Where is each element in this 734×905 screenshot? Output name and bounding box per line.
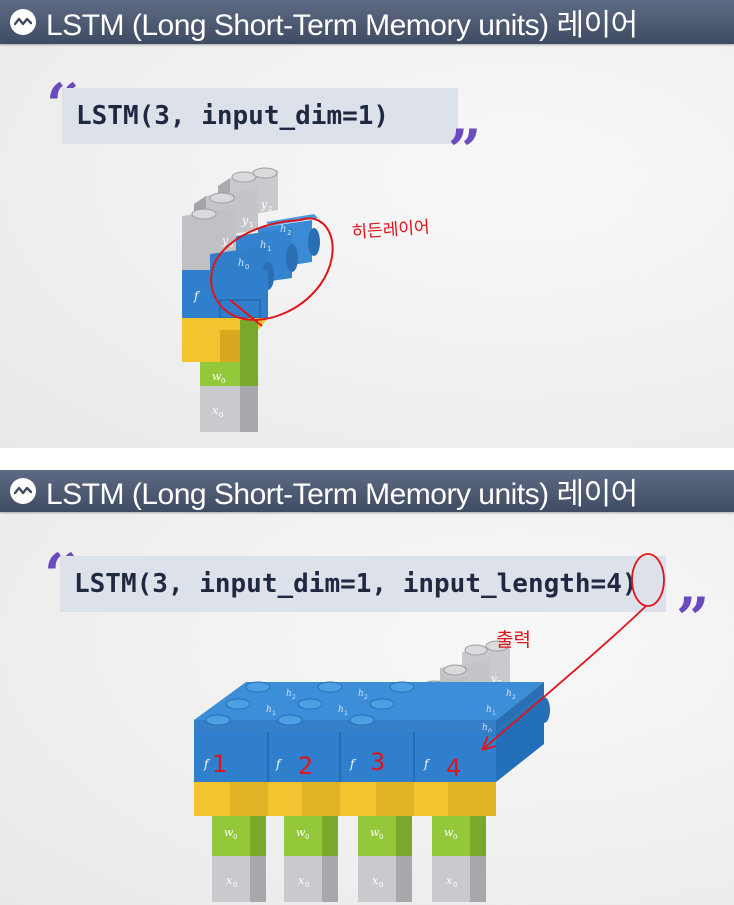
title-bar: LSTM (Long Short-Term Memory units) 레이어 — [0, 470, 734, 512]
label-h1c-sub: 1 — [492, 710, 496, 717]
label-h1-c: h — [486, 705, 492, 715]
weight-block-w0 — [200, 320, 258, 386]
label-f-3: f — [349, 757, 357, 771]
slide-top: LSTM (Long Short-Term Memory units) 레이어 … — [0, 0, 734, 448]
hidden-layer-studs — [205, 681, 415, 726]
annotation-circle — [210, 217, 334, 327]
label-h2c-sub: 2 — [512, 694, 516, 701]
label-x0-sub: 0 — [219, 411, 223, 419]
f-row — [194, 694, 544, 782]
label-h1: h — [260, 240, 266, 251]
label-h2: h — [280, 224, 286, 235]
label-h1-sub: 1 — [267, 245, 271, 253]
label-h1-b: h — [338, 705, 344, 715]
label-w0: w — [212, 370, 222, 383]
label-h0-sub: 0 — [245, 263, 249, 271]
input-block-x0 — [200, 386, 258, 432]
label-h2-a: h — [286, 689, 292, 699]
label-w0-2: w — [296, 826, 306, 839]
annotation-circle — [631, 553, 665, 607]
label-y1-sub: 1 — [249, 221, 253, 229]
annotation-hidden-layer: 히든레이어 — [351, 218, 430, 243]
label-h0-sub: 0 — [488, 728, 492, 735]
annotation-arrow — [481, 605, 647, 751]
code-snippet: LSTM(3, input_dim=1, input_length=4) — [60, 556, 666, 612]
label-h2-sub: 2 — [287, 229, 291, 237]
label-h1b-sub: 1 — [344, 710, 348, 717]
label-h0: h — [238, 258, 244, 269]
label-h2-b: h — [358, 689, 364, 699]
label-x0-3-sub: 0 — [379, 881, 383, 889]
lstm-lego-diagram: y 2 y 1 y 0 h 2 h 1 h 0 f — [182, 167, 430, 432]
label-h1-a: h — [266, 705, 272, 715]
label-x0: x — [212, 404, 219, 417]
step-number-4: 4 — [446, 754, 461, 782]
label-w0-3-sub: 0 — [379, 833, 383, 841]
label-y0-sub: 0 — [229, 241, 233, 249]
yellow-row — [194, 782, 496, 816]
weight-column-1 — [212, 816, 266, 902]
label-w0-1: w — [224, 826, 234, 839]
label-w0-4-sub: 0 — [453, 833, 457, 841]
label-h2b-sub: 2 — [364, 694, 368, 701]
label-w0-3: w — [370, 826, 380, 839]
label-y1: y — [241, 214, 249, 227]
slide-bottom: LSTM (Long Short-Term Memory units) 레이어 … — [0, 470, 734, 905]
slide-gap — [0, 448, 734, 470]
label-x0-2: x — [298, 874, 305, 887]
label-h1a-sub: 1 — [272, 710, 276, 717]
label-w0-2-sub: 0 — [305, 833, 309, 841]
hidden-layer-top — [194, 682, 544, 720]
step-number-2: 2 — [298, 752, 313, 780]
annotation-output: 출력 — [496, 629, 531, 651]
close-quote-mark: ” — [448, 117, 482, 185]
label-f: f — [193, 289, 201, 303]
label-y2: y — [490, 674, 497, 685]
weight-column-4 — [432, 816, 486, 902]
title-bar: LSTM (Long Short-Term Memory units) 레이어 — [0, 0, 734, 44]
slide-title: LSTM (Long Short-Term Memory units) 레이어 — [46, 9, 638, 42]
wave-icon — [10, 9, 36, 35]
lstm-unrolled-diagram: y 2 y 1 y 0 h h h h h h h — [194, 553, 665, 902]
label-x0-2-sub: 0 — [305, 881, 309, 889]
label-x0-4-sub: 0 — [453, 881, 457, 889]
label-x0-4: x — [446, 874, 453, 887]
step-number-1: 1 — [212, 750, 227, 778]
label-y2: y — [260, 198, 268, 211]
step-number-3: 3 — [370, 748, 385, 776]
label-w0-4: w — [444, 826, 454, 839]
weight-column-2 — [284, 816, 338, 902]
weight-column-3 — [358, 816, 412, 902]
label-x0-1-sub: 0 — [233, 881, 237, 889]
slide-title: LSTM (Long Short-Term Memory units) 레이어 — [46, 478, 638, 511]
label-h2a-sub: 2 — [292, 694, 296, 701]
close-quote-mark: ” — [676, 585, 710, 653]
label-f-2: f — [275, 757, 283, 771]
label-f-1: f — [203, 757, 211, 771]
label-x0-3: x — [372, 874, 379, 887]
label-w0-sub: 0 — [221, 377, 225, 385]
label-y0: y — [221, 234, 229, 247]
label-h0: h — [482, 723, 488, 733]
label-x0-1: x — [226, 874, 233, 887]
wave-icon — [10, 478, 36, 504]
label-f-4: f — [423, 757, 431, 771]
label-y2-sub: 2 — [268, 205, 272, 213]
label-h2-c: h — [506, 689, 512, 699]
code-snippet: LSTM(3, input_dim=1) — [62, 88, 458, 144]
label-w0-1-sub: 0 — [233, 833, 237, 841]
